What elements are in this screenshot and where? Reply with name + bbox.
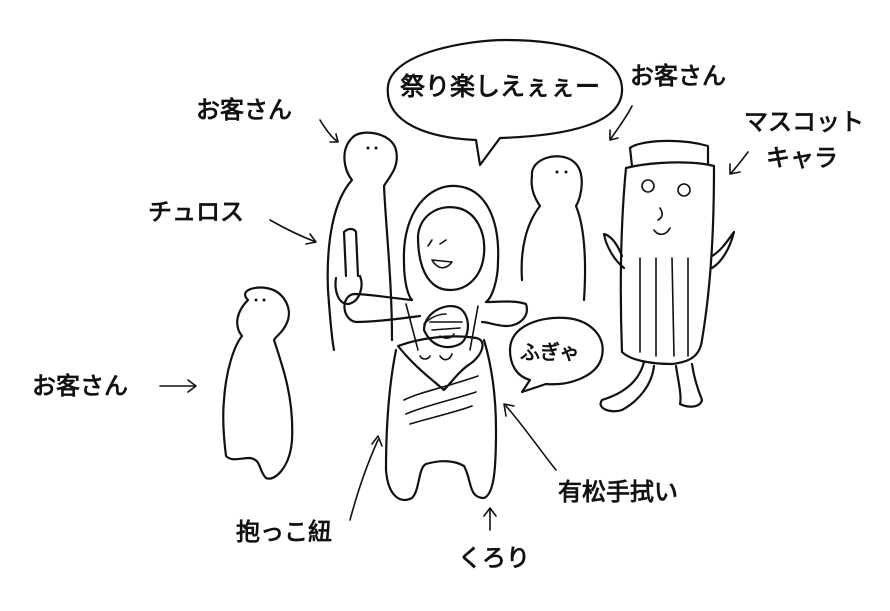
label-customer-top-left: お客さん (196, 96, 292, 124)
churros-stick (334, 227, 363, 306)
customer-figure-top-left (326, 131, 398, 352)
mascot-figure (599, 139, 736, 413)
baby-cry-bubble (508, 316, 604, 394)
label-mascot-line1: マスコット (744, 108, 864, 136)
woman-figure (343, 184, 528, 501)
speech-text: 祭り楽しえぇぇー (400, 72, 601, 101)
customer-figure-left (222, 286, 294, 480)
label-customer-left: お客さん (32, 372, 128, 400)
speech-bubble (386, 38, 624, 167)
baby-figure (396, 304, 484, 425)
customer-figure-middle (520, 155, 587, 302)
label-customer-top-right: お客さん (630, 62, 726, 90)
label-mascot-line2: キャラ (766, 144, 838, 172)
label-baby-cry: ふぎゃ (520, 340, 580, 364)
label-kurori: くろり (458, 544, 530, 572)
label-carrier: 抱っこ紐 (236, 518, 332, 546)
label-towel: 有松手拭い (558, 478, 678, 506)
pointer-arrows (159, 105, 749, 531)
label-churros: チュロス (148, 198, 244, 226)
